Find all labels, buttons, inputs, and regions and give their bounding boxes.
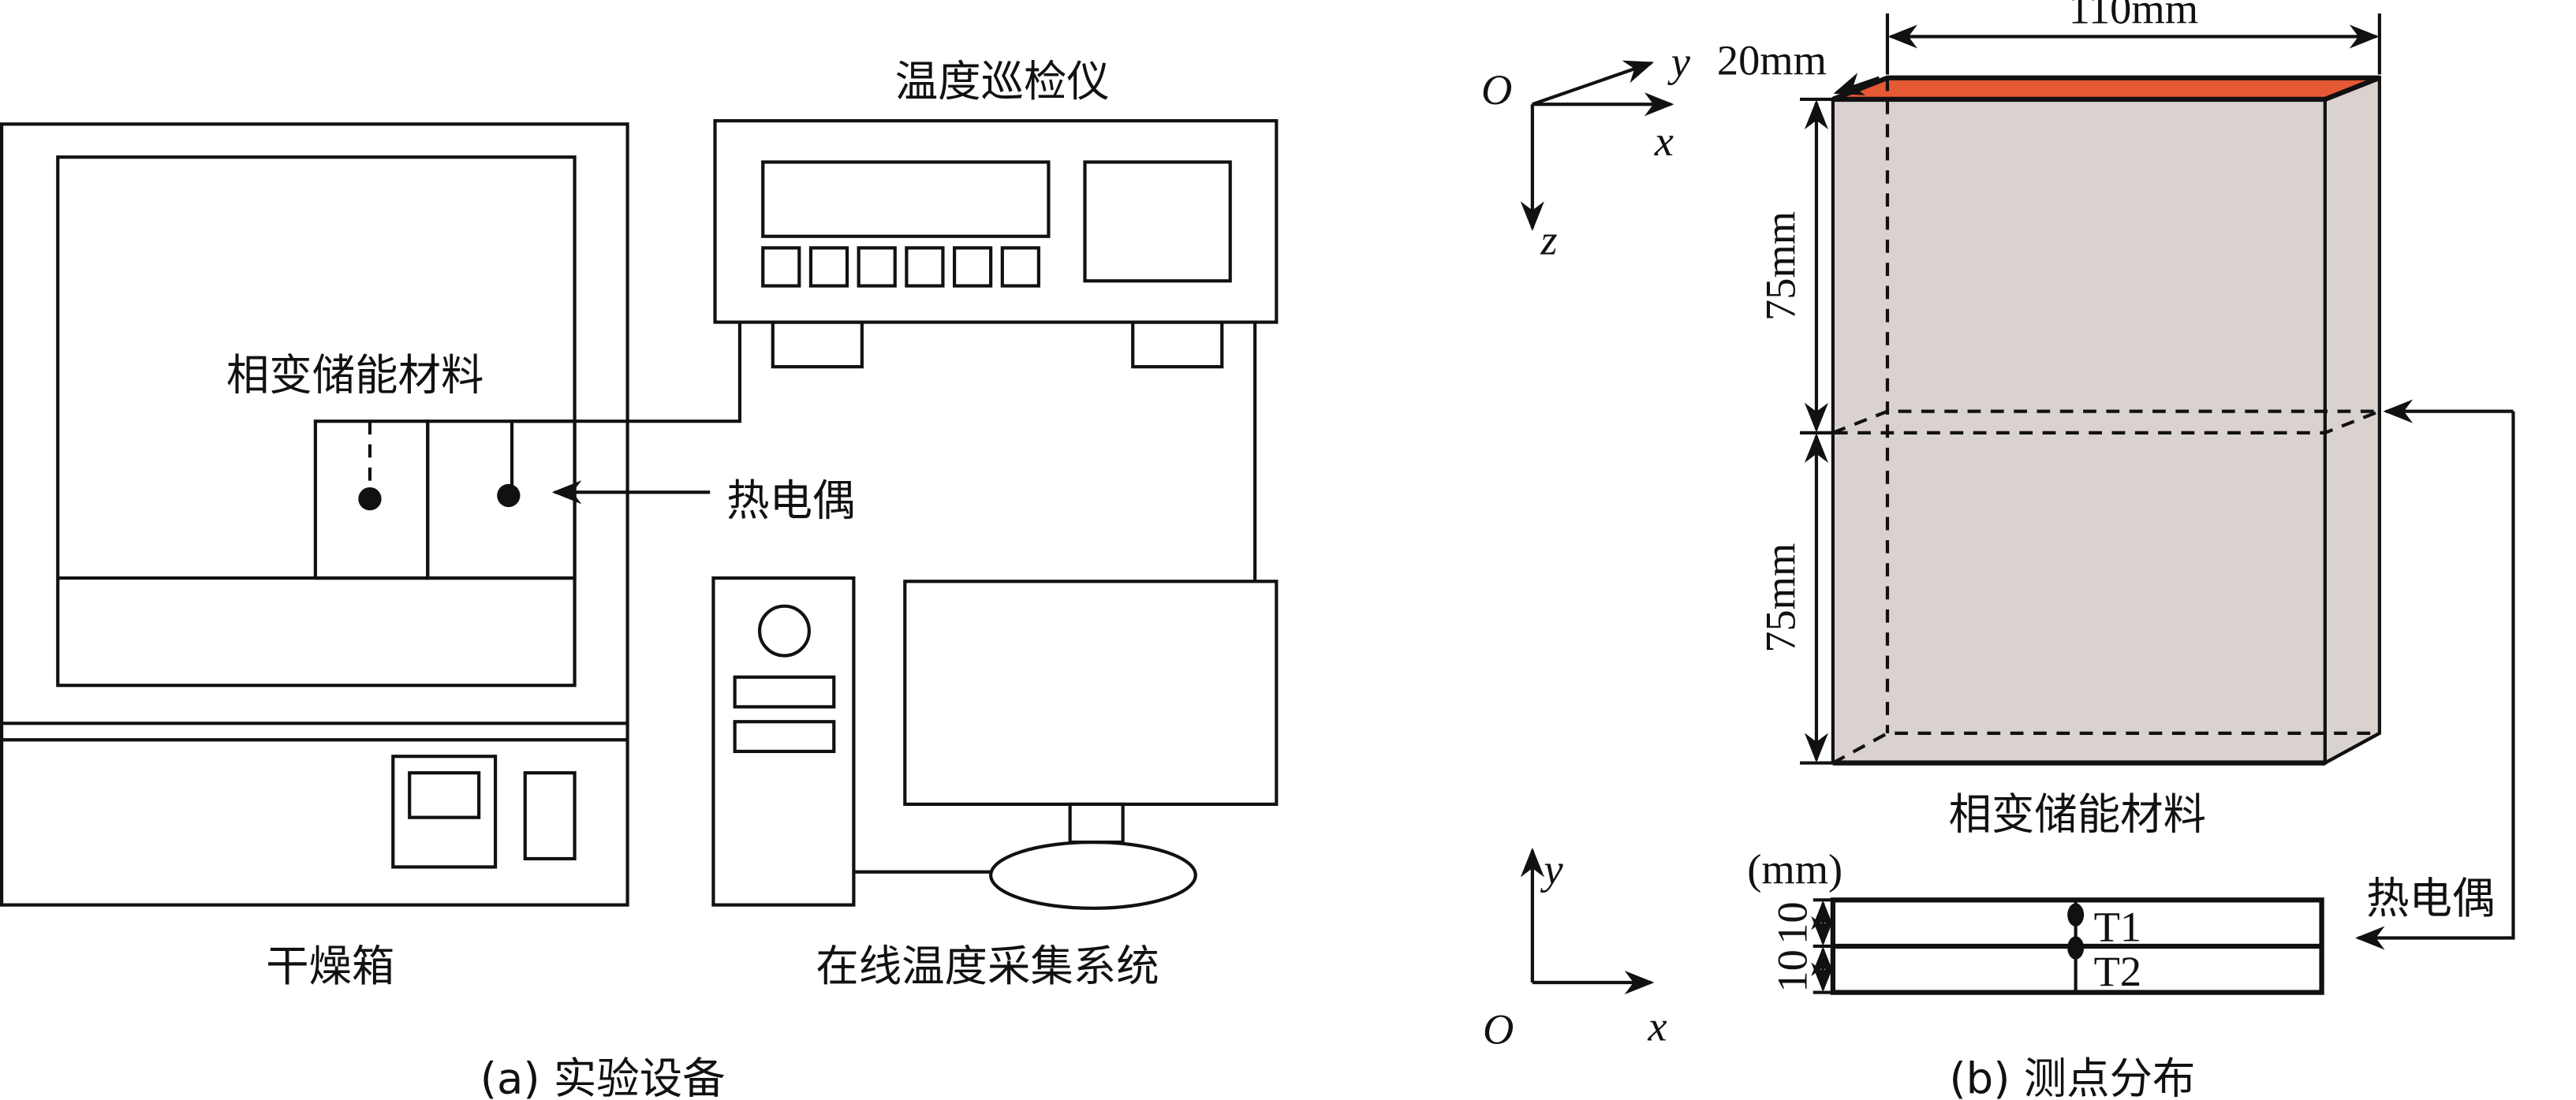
caption-a: (a) 实验设备 [480, 1053, 726, 1100]
panel-a: 相变储能材料 热电偶 温度巡检仪 [0, 56, 1279, 1100]
heated-top-face [1831, 75, 2381, 103]
measure-point-t2 [2067, 936, 2085, 960]
oven-control-panel [391, 755, 498, 869]
unit-label: (mm) [1747, 845, 1842, 893]
measure-point-t1 [2067, 903, 2085, 927]
t1-label: T1 [2094, 903, 2141, 951]
pcm-block-label: 相变储能材料 [1948, 789, 2206, 839]
inspector-display [761, 160, 1051, 238]
acquisition-label: 在线温度采集系统 [816, 941, 1159, 991]
axes-2d: O x y [1483, 845, 1667, 1053]
temperature-inspector [713, 119, 1279, 369]
thermocouple-wire [512, 322, 742, 423]
x-axis-label: x [1654, 117, 1674, 165]
inspector-label: 温度巡检仪 [895, 56, 1110, 106]
oven-switch [523, 771, 577, 861]
y-axis-label-2d: y [1540, 845, 1564, 893]
thermocouple-arrow-bottom [2354, 411, 2515, 950]
computer [711, 576, 1279, 910]
lower-height-label: 75mm [1757, 543, 1805, 653]
t2-label: T2 [2094, 947, 2141, 995]
axes-3d: O y x z [1481, 38, 1691, 264]
thermocouple-label: 热电偶 [726, 475, 855, 526]
y-axis-label: y [1667, 38, 1691, 86]
thermocouple-point-2 [497, 483, 521, 508]
monitor-base [989, 840, 1197, 910]
thermocouple-point-1 [358, 487, 382, 511]
section-upper-dim: 10 [1768, 901, 1816, 944]
x-axis-label-2d: x [1647, 1001, 1667, 1050]
width-label: 110mm [2069, 0, 2198, 33]
section-lower-dim: 10 [1768, 949, 1816, 992]
upper-height-label: 75mm [1757, 211, 1805, 321]
pcm-sample [313, 419, 577, 580]
depth-label: 20mm [1717, 36, 1827, 84]
origin-label: O [1481, 65, 1512, 114]
inspector-screen [1083, 160, 1232, 283]
z-axis-label: z [1540, 216, 1557, 264]
pcm-label: 相变储能材料 [226, 349, 484, 400]
caption-b: (b) 测点分布 [1949, 1053, 2195, 1100]
monitor [903, 580, 1279, 807]
computer-tower [711, 576, 856, 907]
oven-label: 干燥箱 [266, 941, 394, 991]
pcm-block [1831, 75, 2381, 766]
thermocouple-label-b: 热电偶 [2366, 873, 2495, 923]
panel-b: O y x z 110mm 20mm 75mm 75mm 相变储能材 [1481, 0, 2515, 1100]
mid-plane [1832, 409, 2380, 434]
cross-section: T1 T2 10 10 (mm) [1747, 845, 2324, 995]
origin-label-2d: O [1483, 1005, 1514, 1053]
